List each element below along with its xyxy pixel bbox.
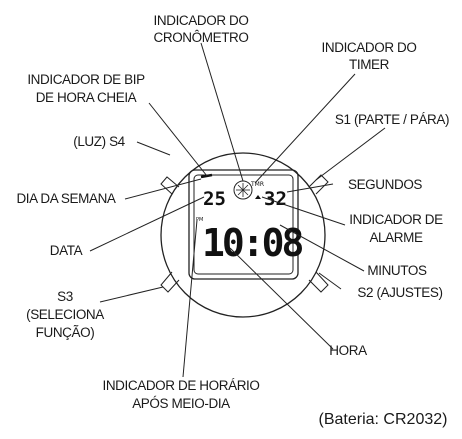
watch-body: TMR 25 32 10:08 PM <box>160 152 329 318</box>
label-indicador-cronometro-1: INDICADOR DO <box>154 13 249 28</box>
label-s3-1: S3 <box>57 289 73 304</box>
label-indicador-timer-2: TIMER <box>349 57 390 72</box>
timer-indicator-icon: TMR <box>250 181 264 188</box>
label-indicador-pm-1: INDICADOR DE HORÁRIO <box>102 378 259 393</box>
label-indicador-alarme-2: ALARME <box>369 230 423 245</box>
lcd-inner <box>193 174 294 275</box>
label-s3-2: (SELECIONA <box>26 307 104 322</box>
label-indicador-cronometro-2: CRONÔMETRO <box>154 30 249 45</box>
label-s1: S1 (PARTE / PÁRA) <box>335 112 449 127</box>
lcd-frame <box>188 169 299 280</box>
label-s4: (LUZ) S4 <box>73 134 125 149</box>
s2-button <box>308 271 329 293</box>
label-data: DATA <box>50 243 83 258</box>
seconds-display: 32 <box>264 188 287 210</box>
date-display: 25 <box>203 188 226 210</box>
alarm-indicator-icon <box>255 195 261 199</box>
label-s2: S2 (AJUSTES) <box>357 285 442 300</box>
s3-button <box>160 271 180 293</box>
label-s3-3: FUNÇÃO) <box>36 325 95 340</box>
watch-case <box>160 152 326 318</box>
label-indicador-timer-1: INDICADOR DO <box>322 40 417 55</box>
label-dia-semana: DIA DA SEMANA <box>16 191 115 206</box>
s1-button <box>308 174 329 195</box>
pm-indicator: PM <box>196 217 203 223</box>
callout-labels: INDICADOR DO CRONÔMETRO INDICADOR DO TIM… <box>16 13 449 428</box>
label-hora: HORA <box>329 343 367 358</box>
label-indicador-pm-2: APÓS MEIO-DIA <box>132 396 230 411</box>
battery-note: (Bateria: CR2032) <box>319 411 448 428</box>
label-segundos: SEGUNDOS <box>348 177 422 192</box>
label-indicador-alarme-1: INDICADOR DE <box>349 212 443 227</box>
s4-button <box>160 176 180 195</box>
leader-lines <box>89 42 386 378</box>
time-display: 10:08 <box>202 221 303 265</box>
label-minutos: MINUTOS <box>367 263 427 278</box>
label-indicador-bip-2: DE HORA CHEIA <box>36 90 137 105</box>
label-indicador-bip-1: INDICADOR DE BIP <box>27 72 145 87</box>
